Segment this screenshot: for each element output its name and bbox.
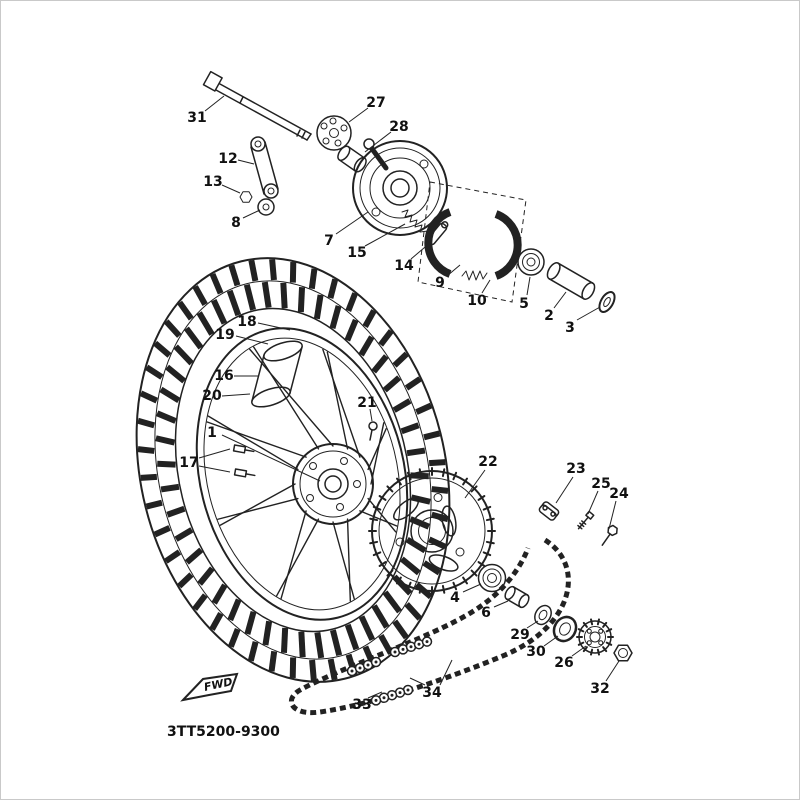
brake-shoes [424,208,522,281]
part-label-32: 32 [590,681,609,697]
part-label-28: 28 [389,119,408,135]
tire [135,257,451,683]
rim [195,327,409,621]
part-label-20: 20 [202,388,222,404]
rear-axle-shaft [202,70,312,141]
part-label-3: 3 [565,320,575,336]
rim-band-section [251,340,303,408]
part-label-4: 4 [450,590,460,606]
brake-shoe-kit-box [417,181,527,303]
axle-collar-2 [546,262,596,300]
cam-plate [316,115,352,151]
fwd-direction-arrow: FWD [180,672,239,702]
part-label-34: 34 [422,685,442,701]
drive-chain [288,501,571,716]
bolt-24 [601,524,618,546]
spoke-bolts [232,444,256,478]
part-label-25: 25 [591,476,610,492]
part-label-10: 10 [467,293,487,309]
seal-3 [598,291,616,313]
brake-torque-link [250,136,279,199]
part-label-8: 8 [231,215,241,231]
part-label-18: 18 [237,314,256,330]
chain-joint-23 [538,501,560,521]
part-label-29: 29 [510,627,529,643]
part-label-24: 24 [609,486,629,502]
part-label-23: 23 [566,461,585,477]
washer-8 [257,198,275,216]
part-label-1: 1 [207,425,217,441]
tire-tread-blocks [137,259,449,681]
part-label-5: 5 [519,296,529,312]
part-label-30: 30 [526,644,546,660]
rear-sprocket [368,467,496,595]
axle-nut-32 [613,644,633,662]
bearing-4 [477,563,507,593]
nut-13 [239,191,253,203]
part-label-15: 15 [347,245,366,261]
spacer-collar-28 [337,145,367,173]
part-label-12: 12 [218,151,237,167]
rear-wheel [135,257,451,683]
part-label-26: 26 [554,655,573,671]
shoe-spring-10 [461,270,488,281]
part-label-27: 27 [366,95,385,111]
bearing-5 [517,248,545,276]
part-label-17: 17 [179,455,198,471]
oil-seal-30 [552,615,578,643]
brake-spring-15 [401,209,429,233]
part-label-6: 6 [481,605,491,621]
fwd-label: FWD [203,675,234,694]
part-label-31: 31 [187,110,206,126]
part-label-19: 19 [215,327,234,343]
hub [292,443,374,525]
part-label-13: 13 [203,174,222,190]
part-label-33: 33 [352,697,371,713]
part-label-21: 21 [357,395,376,411]
part-label-22: 22 [478,454,497,470]
spokes [206,346,398,602]
diagram-code: 3TT5200-9300 [167,724,280,740]
part-label-7: 7 [324,233,334,249]
part-label-2: 2 [544,308,554,324]
spoke-nipple [368,421,378,441]
drive-hub-sprocket-26 [576,618,614,656]
part-label-14: 14 [394,258,414,274]
collar-6 [504,585,530,609]
spacer-29 [534,604,552,626]
part-label-16: 16 [214,368,233,384]
chain-link-details [346,636,433,706]
part-label-9: 9 [435,275,445,291]
